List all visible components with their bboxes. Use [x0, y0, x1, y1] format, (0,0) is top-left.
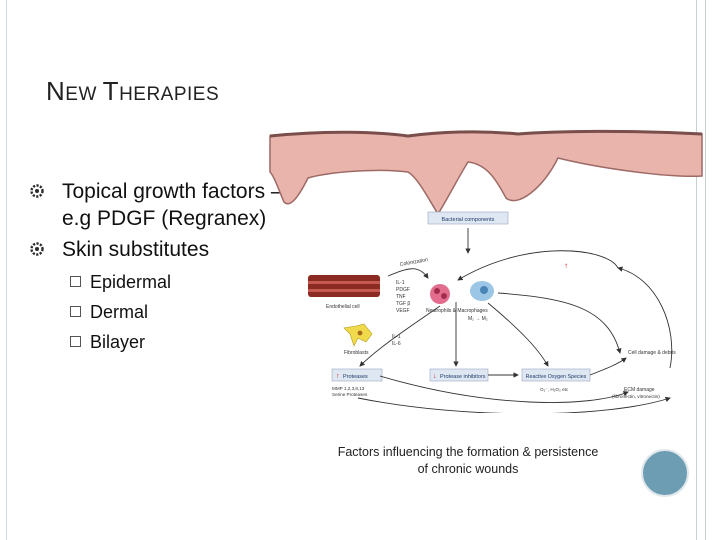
bacterial-components-box — [427, 211, 509, 225]
proteases-label: Proteases — [343, 374, 368, 380]
cytokine-label-4: TGF β — [396, 301, 410, 307]
slide-left-border — [6, 0, 7, 540]
cytokine-label-2: PDGF — [396, 287, 410, 293]
square-bullet-icon — [70, 306, 81, 317]
chronic-wound-diagram: Bacterial components Colonization Endoth… — [269, 129, 703, 413]
cell-damage-label: Cell damage & debris — [628, 350, 676, 356]
square-bullet-icon — [70, 336, 81, 347]
bullet-list: Topical growth factors – e.g PDGF (Regra… — [30, 178, 300, 357]
protease-inhibitors-label: Protease inhibitors — [440, 374, 486, 380]
gear-bullet-icon — [30, 242, 44, 256]
square-bullet-icon — [70, 276, 81, 287]
bullet-item: Topical growth factors – e.g PDGF (Regra… — [30, 178, 300, 232]
figure-caption: Factors influencing the formation & pers… — [337, 445, 599, 476]
slide-right-border — [696, 0, 706, 540]
proteases-box — [331, 368, 383, 382]
il6-label: IL-6 — [392, 341, 401, 347]
ecm-sub-label: (fibronectin, vitronectin) — [612, 394, 660, 399]
il1-label: IL-1 — [392, 334, 401, 340]
sub-bullet-item: Dermal — [30, 297, 300, 327]
ros-label: Reactive Oxygen Species — [526, 374, 587, 380]
diagram-arrows — [357, 228, 673, 413]
slide-title: NEW THERAPIES — [46, 76, 220, 106]
endothelial-cell-label: Endothelial cell — [326, 304, 360, 310]
fibroblast-cell-icon — [343, 323, 373, 347]
wound-tissue-image — [269, 130, 703, 216]
serine-proteases-label: Serine Proteases — [332, 392, 368, 397]
down-arrow-icon: ↓ — [433, 373, 437, 380]
bacterial-components-label: Bacterial components — [442, 217, 495, 223]
cytokine-label-1: IL-1 — [396, 280, 405, 286]
colonization-label: Colonization — [399, 257, 428, 268]
bullet-item: Skin substitutes — [30, 236, 300, 263]
mmp-label: MMP 1,2,3,8,13 — [332, 386, 365, 391]
up-arrow-icon: ↑ — [336, 373, 340, 380]
red-up-arrow-icon: ↑ — [564, 261, 568, 270]
neutrophil-cell-icon — [430, 284, 450, 304]
fibroblasts-label: Fibroblasts — [344, 350, 369, 356]
cytokine-label-3: TNF — [396, 294, 406, 300]
neutrophils-macrophages-label: Neutrophils & Macrophages — [426, 308, 488, 314]
sub-bullet-item: Epidermal — [30, 267, 300, 297]
sub-bullet-item: Bilayer — [30, 327, 300, 357]
cytokine-label-5: VEGF — [396, 308, 410, 314]
ecm-damage-label: ECM damage — [624, 387, 655, 393]
macrophage-polarization-label: M₁ → M₂ — [468, 316, 488, 322]
decorative-circle — [641, 449, 689, 497]
ros-sub-label: O₂⁻, H₂O₂ etc — [540, 387, 569, 392]
blood-vessel-image — [308, 275, 380, 297]
gear-bullet-icon — [30, 184, 44, 198]
